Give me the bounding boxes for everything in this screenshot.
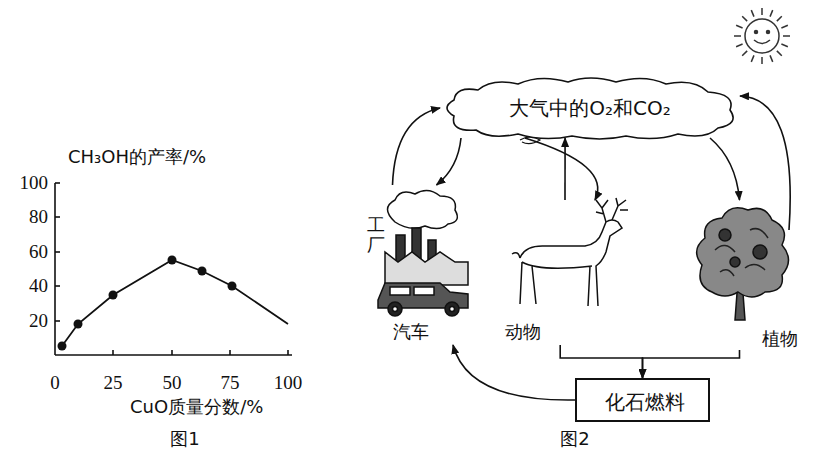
flow-arrow — [560, 345, 642, 378]
factory-car — [378, 190, 468, 316]
flow-arrow — [525, 138, 598, 200]
animal-group: 动物 — [505, 200, 625, 345]
node-label: 汽车 — [393, 321, 429, 343]
chart-axes — [55, 183, 292, 355]
tick-label: 75 — [221, 372, 240, 395]
tick-label: 50 — [163, 372, 182, 395]
node-label: 大气中的O₂和CO₂ — [509, 96, 670, 120]
factory-car-group: 工厂汽车 — [365, 185, 475, 345]
data-line — [62, 260, 288, 346]
cloud: 大气中的O₂和CO₂ — [440, 78, 740, 138]
flow-arrow — [564, 138, 566, 200]
figure-caption: 图2 — [560, 428, 589, 450]
tick-label: 80 — [29, 206, 48, 229]
tick-label: 25 — [104, 372, 123, 395]
data-points — [58, 256, 237, 351]
flow-arrow — [710, 138, 740, 200]
flow-arrow — [643, 350, 740, 378]
figure-caption: 图1 — [170, 428, 199, 450]
tree — [697, 208, 789, 320]
flow-arrow — [453, 345, 575, 400]
flow-arrow — [393, 108, 441, 185]
deer — [512, 198, 628, 306]
axis-title: CH₃OH的产率/% — [68, 146, 206, 168]
tick-label: 60 — [29, 241, 48, 264]
tick-label: 100 — [20, 172, 49, 195]
node-label: 动物 — [505, 321, 541, 343]
fossil-fuel-box: 化石燃料 — [575, 378, 710, 422]
tick-label: 100 — [274, 372, 303, 395]
node-label: 化石燃料 — [605, 390, 685, 414]
tick-label: 40 — [29, 275, 48, 298]
plant-group: 植物 — [690, 200, 800, 350]
sun — [734, 8, 790, 64]
flow-arrow — [437, 138, 462, 185]
node-label: 植物 — [762, 328, 798, 350]
axis-title: CuO质量分数/% — [130, 396, 263, 418]
tick-label: 0 — [50, 372, 60, 395]
flow-arrow — [740, 96, 790, 230]
tick-label: 20 — [29, 310, 48, 333]
node-label: 工厂 — [367, 215, 385, 255]
